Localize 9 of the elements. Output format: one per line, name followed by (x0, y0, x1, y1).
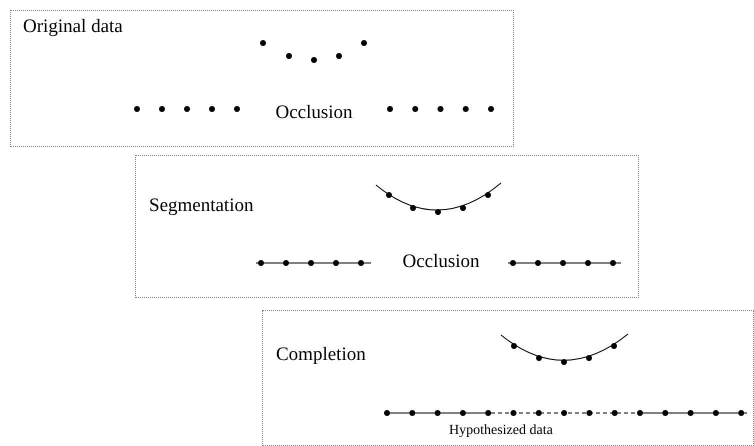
annotation-text: Hypothesized data (449, 424, 553, 438)
panel-heading: Original data (23, 17, 123, 36)
panel-frame (135, 155, 639, 298)
gap-label: Occlusion (276, 103, 353, 122)
gap-label: Occlusion (402, 252, 480, 271)
panel-heading: Completion (276, 345, 366, 364)
panel-heading: Segmentation (149, 196, 254, 215)
panel-frame (262, 310, 754, 446)
panel-frame (10, 10, 514, 147)
